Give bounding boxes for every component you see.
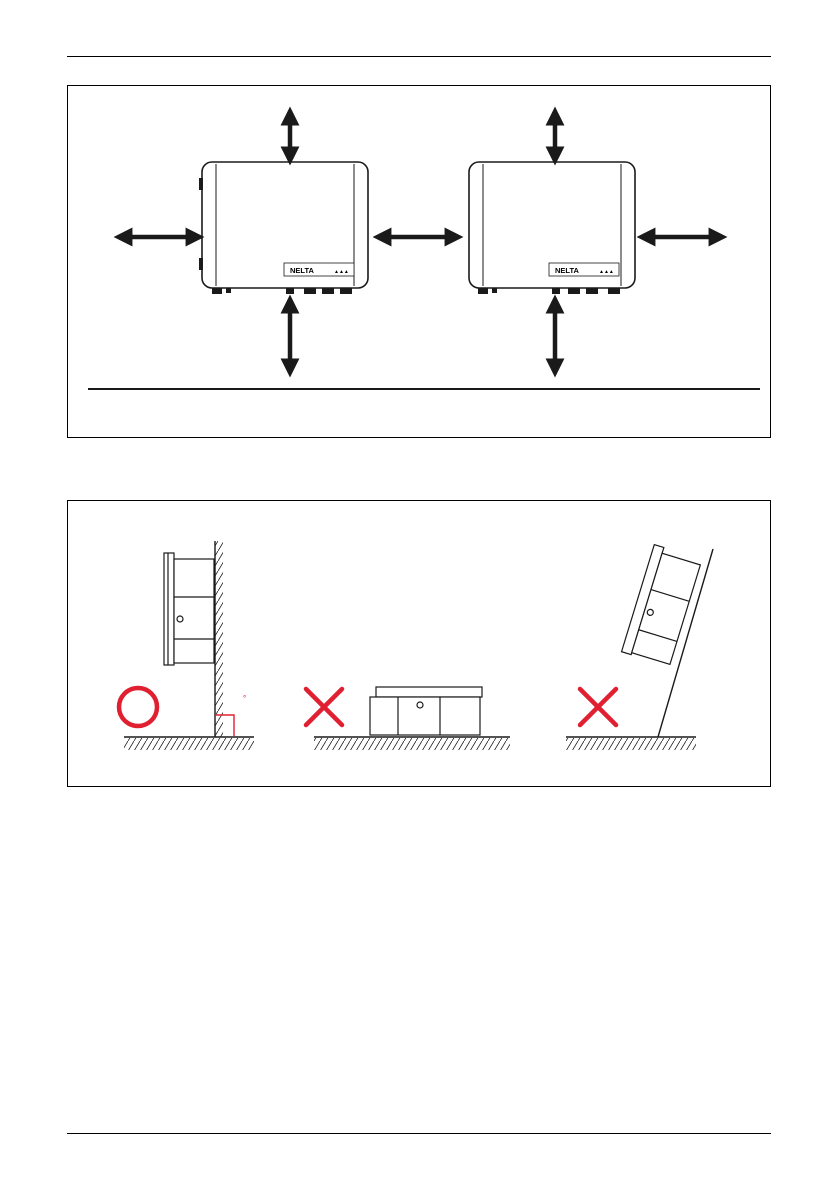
connector-row [478,288,620,294]
brand-label: NELTA [555,266,579,275]
inverter-unit-right: NELTA ▲▲▲ [469,162,635,294]
footer-rule [67,1133,771,1134]
marks-label: ▲▲▲ [334,269,349,275]
inverter-unit-left: NELTA ▲▲▲ [199,162,368,294]
clearance-diagram: NELTA ▲▲▲ NELTA ▲▲▲ [68,86,770,437]
inverter-flat-view [370,687,482,735]
header-rule [67,56,771,57]
incorrect-symbol-icon [580,689,616,725]
right-angle-symbol: ° [243,694,246,703]
correct-symbol-icon [119,688,157,726]
orientation-figure: ° [67,500,771,787]
marks-label: ▲▲▲ [599,269,614,275]
inverter-nameplate: NELTA ▲▲▲ [284,263,354,276]
incorrect-tilted-scene [566,545,713,750]
brand-label: NELTA [290,266,314,275]
inverter-tilted-view [622,545,703,667]
correct-mount-scene: ° [119,541,254,750]
incorrect-flat-scene [306,687,510,750]
orientation-diagram: ° [68,501,770,786]
inverter-side-view [164,553,214,665]
inverter-nameplate: NELTA ▲▲▲ [549,263,619,276]
incorrect-symbol-icon [306,689,342,725]
clearance-figure: NELTA ▲▲▲ NELTA ▲▲▲ [67,85,771,438]
connector-row [212,288,352,294]
